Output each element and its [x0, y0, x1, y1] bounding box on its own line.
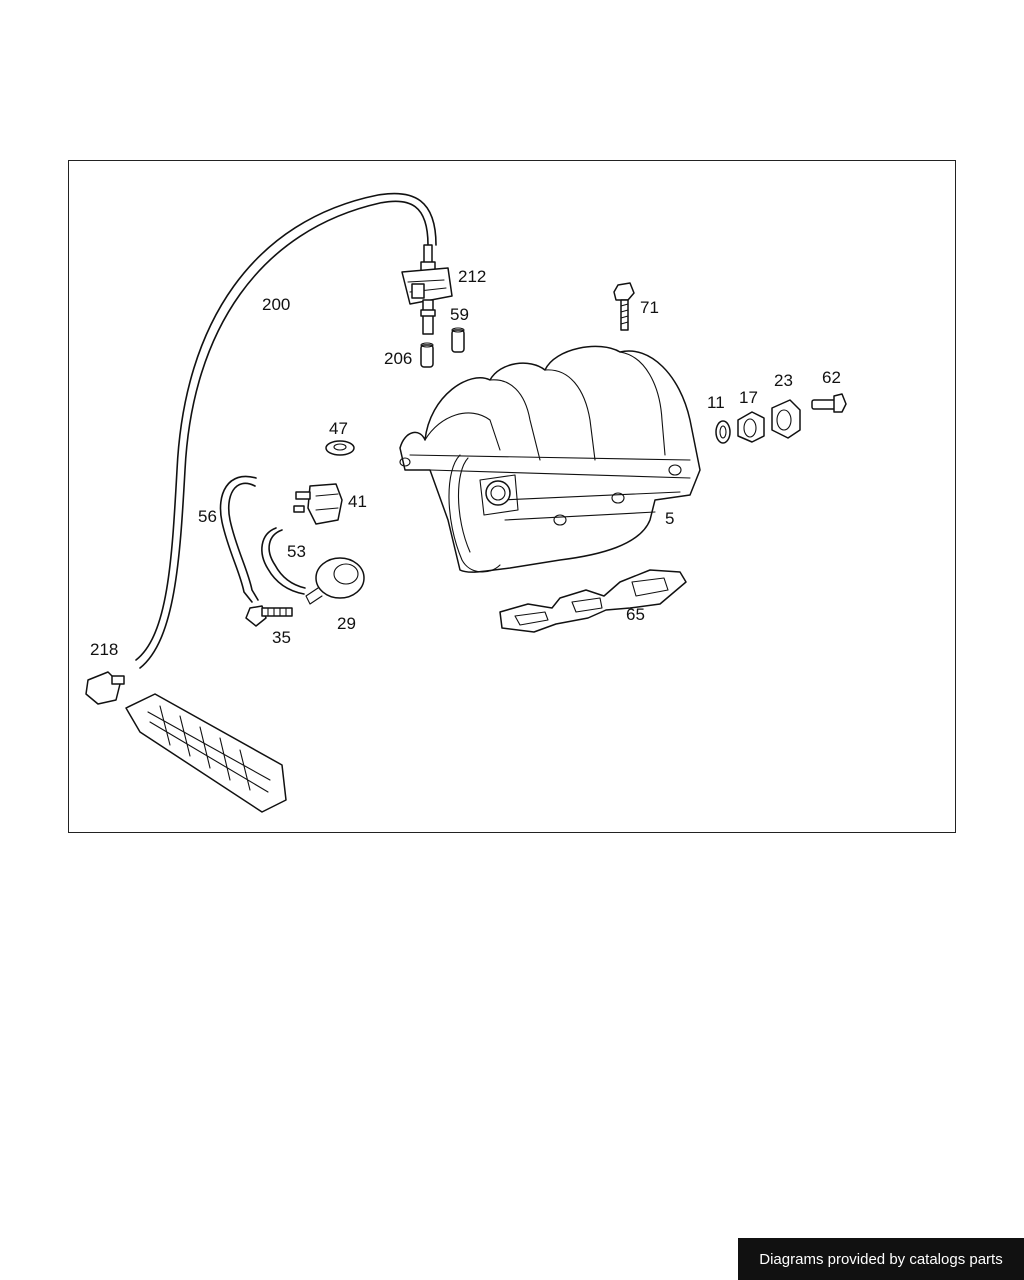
part-11-ring[interactable] [715, 420, 731, 444]
part-53-hose[interactable] [261, 527, 306, 595]
callout-29: 29 [337, 614, 356, 633]
part-59-sleeve[interactable] [451, 327, 465, 353]
part-65-gasket[interactable] [499, 569, 687, 633]
callout-23: 23 [774, 371, 793, 390]
callout-71: 71 [640, 298, 659, 317]
part-47-washer[interactable] [325, 440, 355, 456]
callout-47: 47 [329, 419, 348, 438]
callout-65: 65 [626, 605, 645, 624]
callout-206: 206 [384, 349, 412, 368]
part-218-connector[interactable] [85, 671, 125, 705]
part-17-fitting[interactable] [737, 411, 765, 443]
callout-5: 5 [665, 509, 674, 528]
part-23-nut[interactable] [771, 399, 801, 439]
callout-212: 212 [458, 267, 486, 286]
credit-badge: Diagrams provided by catalogs parts [738, 1238, 1024, 1280]
air-filter-element [125, 693, 287, 813]
callout-218: 218 [90, 640, 118, 659]
part-200-vacuum-line[interactable] [135, 192, 437, 669]
credit-text: Diagrams provided by catalogs parts [759, 1250, 1003, 1268]
callout-62: 62 [822, 368, 841, 387]
part-206-sleeve[interactable] [420, 342, 434, 368]
part-29-vacuum-unit[interactable] [305, 557, 365, 605]
callout-59: 59 [450, 305, 469, 324]
callout-200: 200 [262, 295, 290, 314]
part-41-solenoid-valve[interactable] [293, 483, 343, 525]
part-35-bolt[interactable] [245, 605, 293, 627]
callout-56: 56 [198, 507, 217, 526]
part-62-bolt[interactable] [811, 393, 847, 413]
part-212-valve[interactable] [401, 244, 453, 335]
callout-41: 41 [348, 492, 367, 511]
part-71-screw[interactable] [613, 282, 635, 331]
callout-11: 11 [707, 393, 725, 412]
callout-53: 53 [287, 542, 306, 561]
part-56-hose[interactable] [219, 475, 259, 603]
callout-35: 35 [272, 628, 291, 647]
part-5-intake-manifold[interactable] [399, 345, 701, 573]
callout-17: 17 [739, 388, 758, 407]
